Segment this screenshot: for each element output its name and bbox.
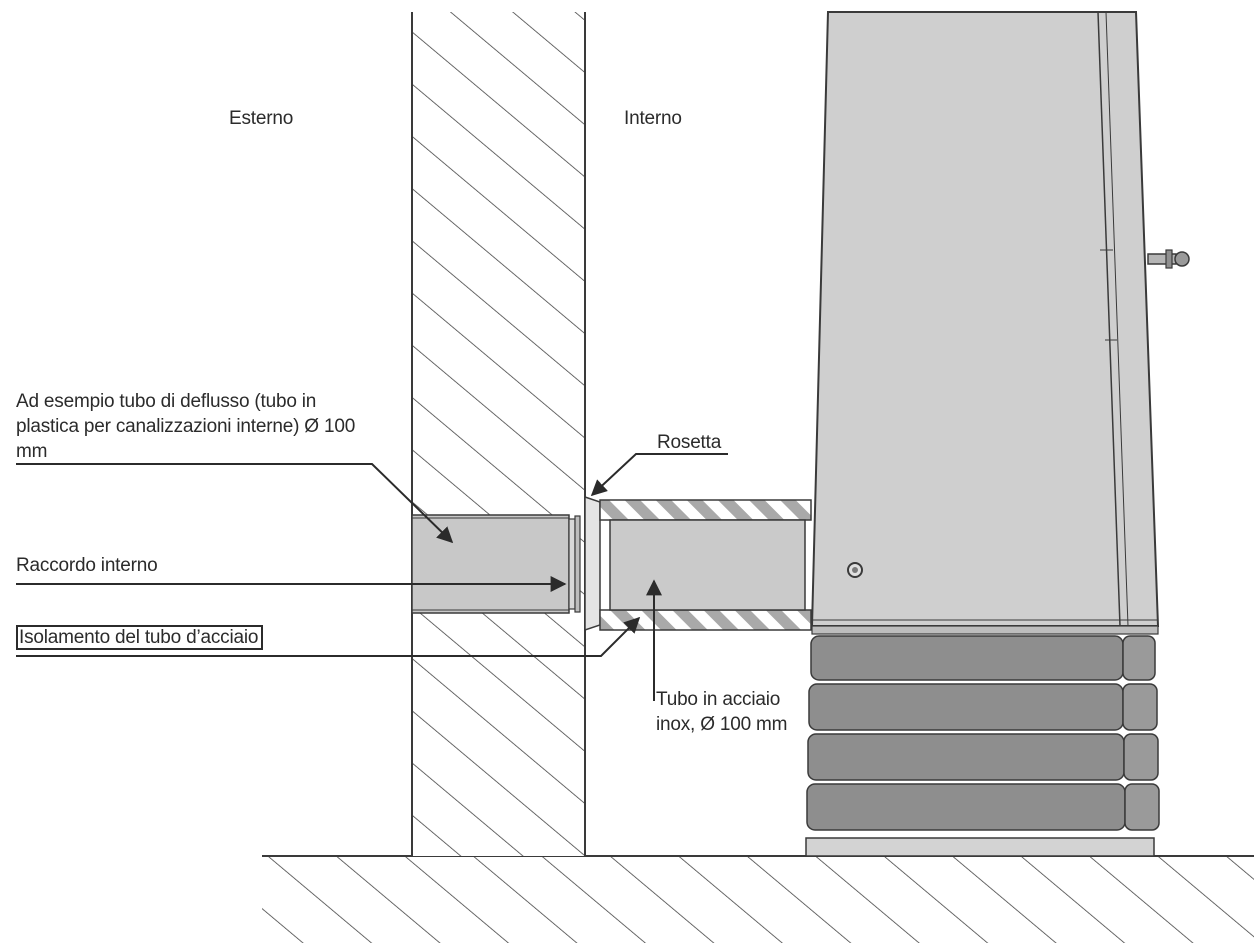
leader-lines — [16, 453, 728, 701]
steel-pipe — [599, 499, 812, 631]
side-handle-icon — [1147, 249, 1190, 269]
label-rosetta: Rosetta — [657, 432, 722, 453]
wall — [411, 12, 586, 856]
leader-rosetta — [590, 453, 728, 497]
label-interno: Interno — [624, 108, 682, 129]
stove — [805, 11, 1190, 857]
rosette — [584, 495, 601, 632]
label-insulation: Isolamento del tubo d’acciaio — [16, 625, 264, 650]
leader-isolamento — [16, 616, 641, 657]
leader-ad-esempio — [16, 463, 454, 544]
label-esterno: Esterno — [229, 108, 294, 129]
label-steel-pipe: Tubo in acciaio inox, Ø 100 mm — [656, 689, 788, 735]
plastic-drain-pipe — [411, 514, 570, 614]
stove-stones — [806, 635, 1160, 831]
label-internal-fitting: Raccordo interno — [16, 555, 158, 576]
internal-fitting — [568, 515, 581, 613]
label-drain-pipe: Ad esempio tubo di deflusso (tubo in pla… — [16, 391, 356, 462]
floor — [262, 856, 1254, 943]
